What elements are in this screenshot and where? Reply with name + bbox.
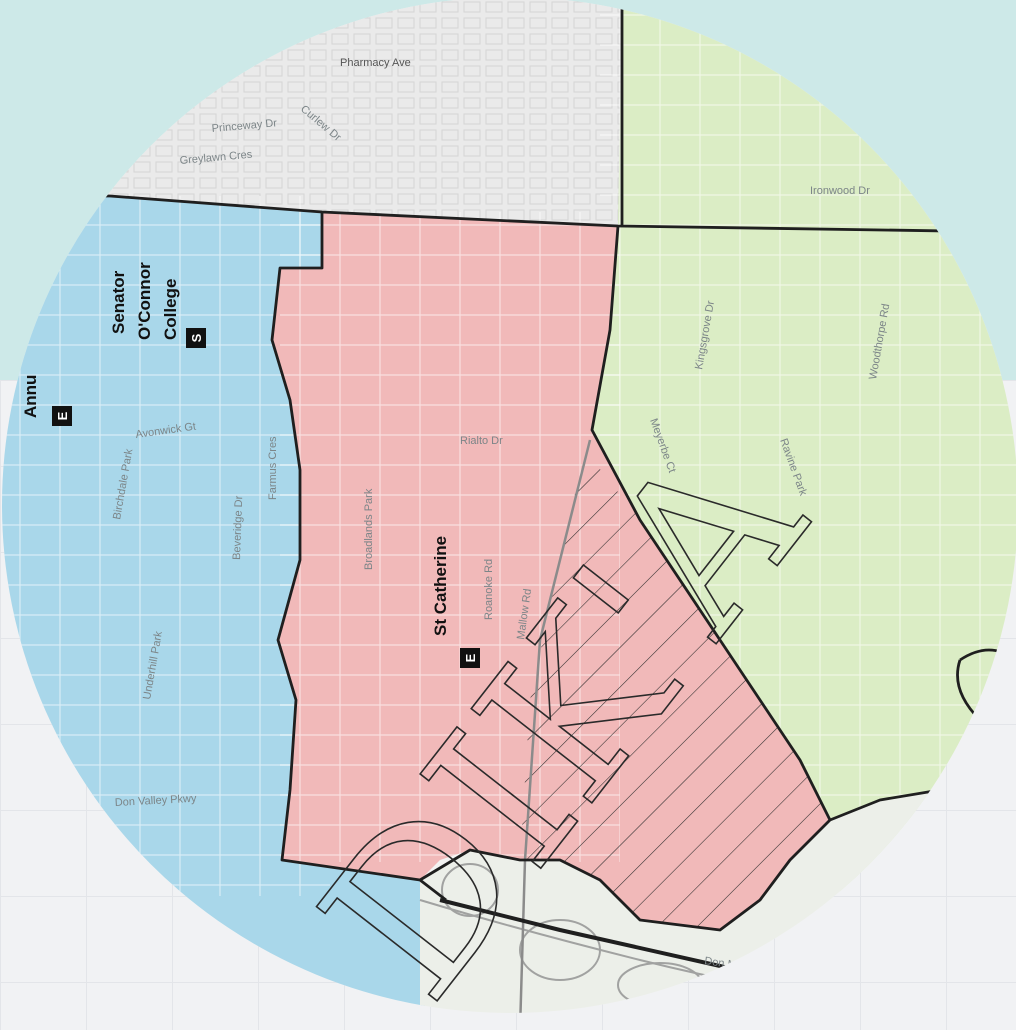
annunciation-name: Annu [21, 375, 40, 418]
senator-line-3: College [161, 279, 180, 340]
marker-annunciation-letter: E [55, 411, 70, 420]
street-roanoke: Roanoke Rd [483, 559, 495, 620]
street-pharmacy: Pharmacy Ave [340, 57, 411, 69]
senator-line-1: Senator [109, 270, 128, 334]
marker-senator-letter: S [189, 333, 204, 342]
school-marker-senator[interactable] [186, 328, 206, 348]
railway-line [518, 439, 592, 1013]
street-broadlands: Broadlands Park [363, 488, 375, 570]
school-marker-annunciation[interactable] [52, 406, 72, 426]
street-donvalley: Don Valley Pkwy [115, 793, 198, 809]
street-ironwood: Ironwood Dr [810, 185, 870, 197]
senator-line-2: O'Connor [135, 262, 154, 340]
street-princeway: Princeway Dr [211, 117, 278, 135]
label-st-catherine[interactable]: St Catherine E [431, 536, 480, 668]
street-rialto: Rialto Dr [460, 435, 503, 447]
st-catherine-name: St Catherine [431, 536, 450, 636]
street-beveridge: Beveridge Dr [231, 495, 245, 560]
school-marker-st-catherine[interactable] [460, 648, 480, 668]
street-farmus: Farmus Cres [267, 436, 279, 500]
hatched-area [520, 450, 830, 930]
label-senator-oconnor[interactable]: Senator O'Connor College S [109, 262, 206, 348]
marker-st-catherine-letter: E [463, 653, 478, 662]
label-annunciation[interactable]: Annu E [21, 375, 72, 426]
